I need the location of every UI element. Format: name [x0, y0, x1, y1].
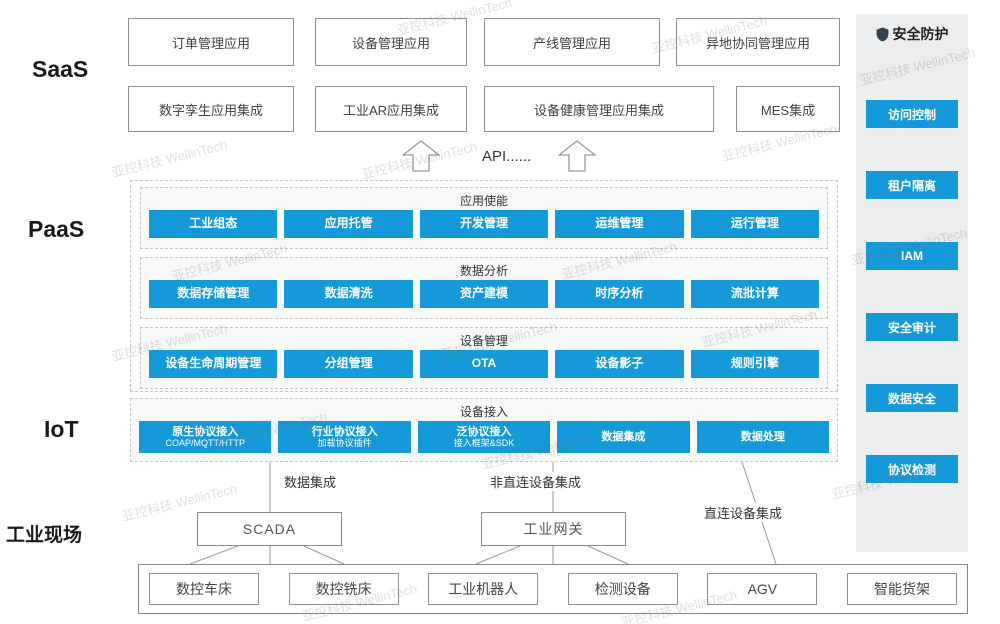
- iot-item-subtitle: 接入框架&SDK: [453, 438, 515, 449]
- paas-section-data-analysis: 数据分析 数据存储管理 数据清洗 资产建模 时序分析 流批计算: [140, 257, 828, 319]
- paas-container: 应用使能 工业组态 应用托管 开发管理 运维管理 运行管理 数据分析 数据存储管…: [130, 180, 838, 392]
- gateway-scada: SCADA: [197, 512, 342, 546]
- device-cnc-lathe: 数控车床: [149, 573, 259, 605]
- iot-item-subtitle: 加载协议插件: [317, 438, 372, 449]
- saas-app-device: 设备管理应用: [315, 18, 467, 66]
- security-title: 安全防护: [892, 26, 949, 42]
- saas-app-remote: 异地协同管理应用: [676, 18, 840, 66]
- saas-int-health: 设备健康管理应用集成: [484, 86, 714, 132]
- layer-label-field: 工业现场: [6, 525, 83, 546]
- paas-item-grouping: 分组管理: [284, 350, 413, 378]
- saas-int-mes: MES集成: [736, 86, 840, 132]
- layer-label-paas: PaaS: [28, 216, 85, 242]
- paas-item-asset-model: 资产建模: [419, 280, 549, 308]
- shield-icon: [876, 27, 888, 41]
- iot-item-native-protocol: 原生协议接入 COAP/MQTT/HTTP: [139, 421, 272, 453]
- iot-access-section: 设备接入 原生协议接入 COAP/MQTT/HTTP 行业协议接入 加载协议插件…: [130, 398, 838, 462]
- paas-item-timeseries: 时序分析: [555, 280, 684, 308]
- iot-item-title: 原生协议接入: [172, 425, 239, 438]
- paas-item-app-hosting: 应用托管: [284, 210, 413, 238]
- security-item-security-audit: 安全审计: [866, 313, 958, 341]
- security-item-data-security: 数据安全: [866, 384, 958, 412]
- section-title-data-analysis: 数据分析: [459, 264, 508, 278]
- saas-int-digitaltwin: 数字孪生应用集成: [128, 86, 294, 132]
- iot-item-pan-protocol: 泛协议接入 接入框架&SDK: [417, 421, 551, 453]
- gateway-industrial: 工业网关: [481, 512, 626, 546]
- iot-item-title: 泛协议接入: [456, 425, 512, 438]
- paas-section-device-mgmt: 设备管理 设备生命周期管理 分组管理 OTA 设备影子 规则引擎: [140, 327, 828, 389]
- device-agv: AGV: [707, 573, 818, 605]
- section-title-device-mgmt: 设备管理: [459, 334, 508, 348]
- conn-label-direct: 直连设备集成: [700, 503, 787, 522]
- api-up-arrow-right: [558, 140, 596, 172]
- security-item-access-control: 访问控制: [866, 100, 958, 128]
- paas-item-dev-mgmt: 开发管理: [419, 210, 549, 238]
- saas-int-ar: 工业AR应用集成: [315, 86, 467, 132]
- paas-item-data-clean: 数据清洗: [284, 280, 413, 308]
- iot-item-industry-protocol: 行业协议接入 加载协议插件: [278, 421, 411, 453]
- security-item-tenant-isolation: 租户隔离: [866, 171, 958, 199]
- paas-item-run-mgmt: 运行管理: [690, 210, 820, 238]
- iot-item-title: 数据集成: [601, 430, 646, 443]
- device-industrial-robot: 工业机器人: [428, 573, 539, 605]
- conn-label-data-integration: 数据集成: [280, 472, 341, 491]
- saas-app-order: 订单管理应用: [128, 18, 294, 66]
- paas-item-stream-batch: 流批计算: [690, 280, 820, 308]
- paas-item-shadow: 设备影子: [555, 350, 684, 378]
- security-item-protocol-detect: 协议检测: [866, 455, 958, 483]
- iot-item-data-processing: 数据处理: [696, 421, 830, 453]
- paas-item-ops-mgmt: 运维管理: [555, 210, 684, 238]
- paas-item-rules-engine: 规则引擎: [690, 350, 820, 378]
- section-title-app-enable: 应用使能: [459, 194, 508, 208]
- iot-item-title: 数据处理: [740, 430, 785, 443]
- iot-item-title: 行业协议接入: [311, 425, 378, 438]
- iot-item-subtitle: COAP/MQTT/HTTP: [165, 438, 245, 449]
- device-inspection: 检测设备: [567, 573, 678, 605]
- saas-app-line: 产线管理应用: [484, 18, 660, 66]
- paas-item-data-storage: 数据存储管理: [149, 280, 278, 308]
- paas-item-scada-config: 工业组态: [149, 210, 278, 238]
- paas-item-lifecycle: 设备生命周期管理: [149, 350, 278, 378]
- layer-label-saas: SaaS: [32, 56, 89, 82]
- security-panel: 安全防护 访问控制 租户隔离 IAM 安全审计 数据安全 协议检测: [856, 14, 968, 552]
- paas-item-ota: OTA: [419, 350, 549, 378]
- api-up-arrow-left: [402, 140, 440, 172]
- api-label: API......: [482, 148, 532, 165]
- conn-label-indirect: 非直连设备集成: [486, 472, 586, 491]
- watermark: 亚控科技 WellinTech: [110, 136, 229, 181]
- paas-section-app-enable: 应用使能 工业组态 应用托管 开发管理 运维管理 运行管理: [140, 187, 828, 249]
- section-title-device-access: 设备接入: [459, 405, 508, 419]
- iot-item-data-integration: 数据集成: [557, 421, 690, 453]
- device-smart-shelf: 智能货架: [846, 573, 957, 605]
- field-devices-container: 数控车床 数控铣床 工业机器人 检测设备 AGV 智能货架: [138, 564, 968, 614]
- layer-label-iot: IoT: [44, 416, 79, 442]
- device-cnc-mill: 数控铣床: [288, 573, 399, 605]
- security-item-iam: IAM: [866, 242, 958, 270]
- security-title-row: 安全防护: [856, 14, 968, 44]
